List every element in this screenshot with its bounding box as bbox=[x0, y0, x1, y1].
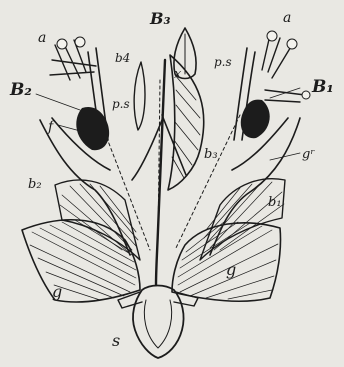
right-dark-body bbox=[241, 100, 270, 139]
label-g-left: g bbox=[52, 282, 62, 301]
label-s: s bbox=[112, 331, 120, 350]
label-ps-left: p.s bbox=[112, 97, 130, 111]
label-B1: B₁ bbox=[311, 77, 334, 97]
central-branch-left bbox=[132, 120, 162, 180]
right-antenna-knob-1 bbox=[267, 31, 277, 41]
label-g-right: g bbox=[226, 260, 236, 279]
label-a-right: a bbox=[283, 10, 291, 26]
label-b4: b4 bbox=[115, 51, 130, 65]
label-b3: b₃ bbox=[204, 147, 218, 162]
bottom-pouch-inner bbox=[144, 300, 171, 348]
right-antenna-knob-2 bbox=[287, 39, 297, 49]
right-antenna-knob-3 bbox=[302, 91, 310, 99]
right-claw-outer bbox=[210, 118, 300, 255]
left-fan-g bbox=[22, 220, 140, 302]
central-axis bbox=[156, 60, 165, 285]
left-antenna-knob-1 bbox=[57, 39, 67, 49]
label-b2: b₂ bbox=[28, 177, 42, 192]
label-B3: B₃ bbox=[149, 9, 171, 28]
label-x: x bbox=[174, 67, 182, 82]
label-a-left: a bbox=[38, 30, 46, 46]
left-antenna-knob-2 bbox=[75, 37, 85, 47]
label-gr: gʳ bbox=[302, 147, 315, 162]
label-B2: B₂ bbox=[9, 80, 32, 100]
right-antennae bbox=[262, 35, 305, 102]
spindle-b4 bbox=[134, 62, 145, 130]
label-b1: b₁ bbox=[268, 195, 282, 210]
label-ps-right: p.s bbox=[214, 55, 232, 69]
